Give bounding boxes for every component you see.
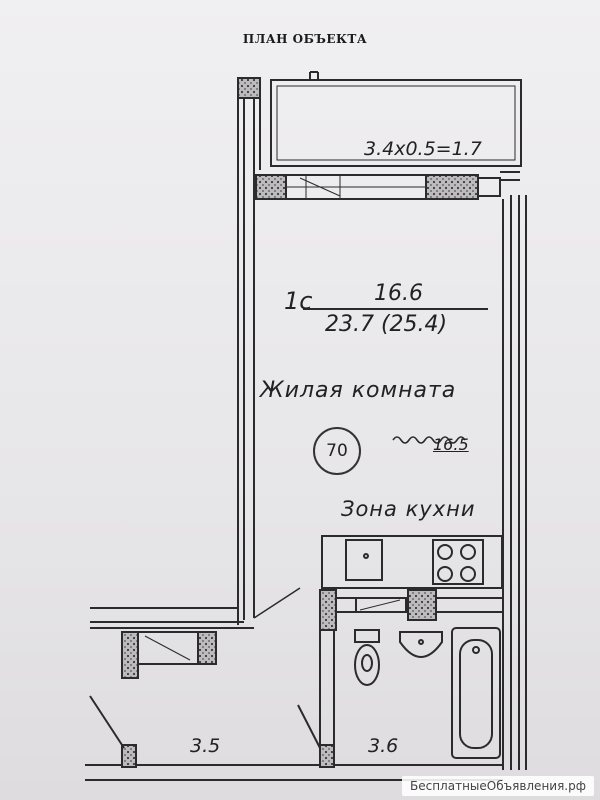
room-name-label: Жилая комната <box>260 378 457 403</box>
window-strip <box>255 171 520 200</box>
kitchen-zone-label: Зона кухни <box>341 497 476 521</box>
washbasin <box>399 631 443 658</box>
room-number-badge: 70 <box>313 427 361 475</box>
document-title: ПЛАН ОБЪЕКТА <box>242 32 368 46</box>
living-area-label: 16.6 <box>374 281 423 306</box>
corridor-walls <box>85 587 503 781</box>
height-mark-label: 16.5 <box>433 435 469 454</box>
right-wall <box>502 195 527 770</box>
bathroom-walls <box>319 589 503 748</box>
height-mark-wave <box>392 436 466 444</box>
total-area-label: 23.7 (25.4) <box>325 312 448 337</box>
room-type-label: 1с <box>284 287 313 315</box>
left-wall <box>237 77 261 625</box>
balcony-dimension-label: 3.4x0.5=1.7 <box>364 138 482 160</box>
left-dimension-label: 3.5 <box>190 735 221 757</box>
toilet <box>354 629 380 686</box>
kitchen-counter <box>321 535 503 589</box>
right-dimension-label: 3.6 <box>368 735 399 757</box>
bathtub <box>451 627 501 759</box>
watermark: БесплатныеОбъявления.рф <box>402 776 594 796</box>
balcony <box>270 71 522 167</box>
door-swings <box>89 695 335 768</box>
